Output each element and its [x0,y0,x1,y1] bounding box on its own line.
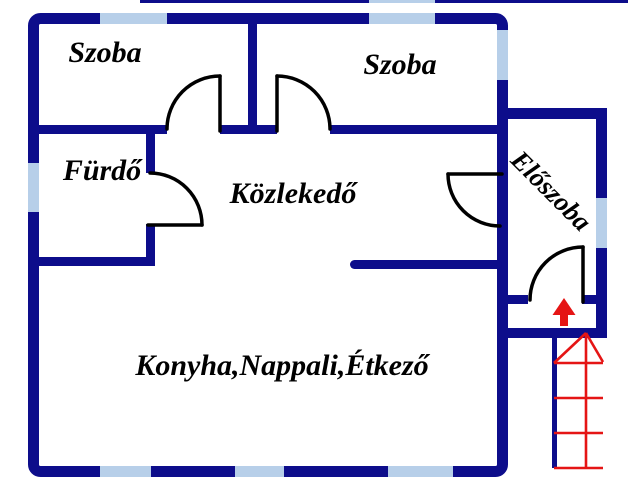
window-bottom-1 [100,466,151,477]
eloszoba-bottom-wall-left [502,295,528,304]
wall-between-szoba-rooms [248,13,257,134]
wall-below-szoba-left [33,125,167,134]
room-label-furdo: Fürdő [62,154,143,187]
door-szoba-left-arc [165,74,222,131]
wall-below-szoba-right [330,125,503,134]
room-label-szoba-left: Szoba [68,36,141,69]
door-szoba-right-arc [275,74,332,131]
window-top-right [369,13,435,24]
stairs-treads [554,361,603,470]
room-label-kozlekedo: Közlekedő [229,177,359,210]
kozlekedo-konyha-wall [350,260,502,269]
window-eloszoba-right [596,198,607,248]
room-label-eloszoba: Előszoba [504,144,597,237]
entrance-arrow-icon [552,298,576,326]
furdo-right-wall-upper [146,125,155,173]
wall-below-szoba-middle [220,125,277,134]
outer-wall [28,13,508,477]
window-top-left [100,13,167,24]
room-label-szoba-right: Szoba [363,48,436,81]
furdo-bottom-wall [33,257,155,266]
stairs-left-wall-line [552,338,557,468]
eloszoba-top-wall [502,108,607,119]
window-bottom-2 [235,466,284,477]
top-edge-window-sliver [369,0,435,3]
window-left-wall [28,163,39,212]
room-label-konyha-nappali-etkezo: Konyha,Nappali,Étkező [134,349,430,382]
door-entrance-arc [528,245,585,302]
window-bottom-3 [388,466,453,477]
furdo-right-wall-lower [146,224,155,266]
door-eloszoba-arc [446,172,502,228]
door-furdo-arc [148,171,204,227]
window-right-wall [497,30,508,80]
stairs-direction-triangle [553,332,605,364]
vestibule-bottom-wall [497,328,607,338]
eloszoba-bottom-wall-right [582,295,607,304]
